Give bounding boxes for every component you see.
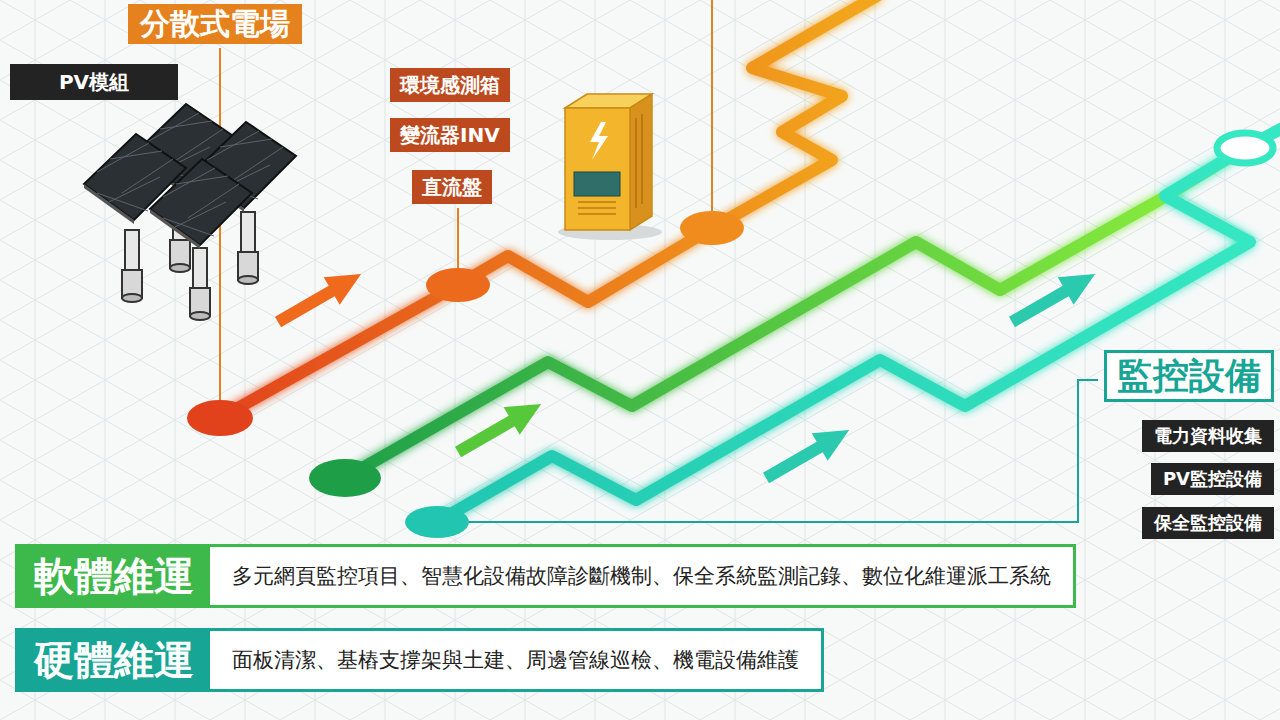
part-label: PV模組 xyxy=(10,64,178,100)
node-title: 直流盤 xyxy=(422,170,482,204)
node-dot xyxy=(405,506,469,538)
flow-arrow xyxy=(758,416,857,492)
cabinet-side xyxy=(630,94,652,230)
cabinet-front xyxy=(565,108,630,230)
cabinet-vents xyxy=(636,114,642,208)
node-body: 面板清潔、基樁支撐架與土建、周邊管線巡檢、機電設備維護 xyxy=(210,631,821,689)
group-label: 監控設備 xyxy=(1104,350,1274,402)
part-label: 直流盤 xyxy=(412,170,492,204)
node-title: 環境感測箱 xyxy=(400,68,500,102)
node-title: 變流器INV xyxy=(400,118,500,152)
flow-path xyxy=(220,0,880,418)
node-dot xyxy=(1217,133,1273,163)
flow-paths xyxy=(220,0,1250,522)
flow-arrow xyxy=(1004,260,1103,336)
pole xyxy=(238,212,258,284)
maintenance-band: 硬體維運面板清潔、基樁支撐架與土建、周邊管線巡檢、機電設備維護 xyxy=(15,628,824,692)
cabinet-vents xyxy=(578,202,616,214)
node-dot xyxy=(680,211,744,245)
node-title: 電力資料收集 xyxy=(1154,420,1262,452)
node-title: 軟體維運 xyxy=(18,547,210,605)
inverter-cabinet xyxy=(558,94,662,240)
node-title: PV模組 xyxy=(59,64,129,100)
node-title: PV監控設備 xyxy=(1163,463,1262,495)
flow-arrow xyxy=(450,390,549,466)
part-label: 電力資料收集 xyxy=(1142,420,1274,452)
flow-path xyxy=(345,148,1245,478)
part-label: 環境感測箱 xyxy=(390,68,510,102)
cabinet-screen xyxy=(574,172,620,196)
pole xyxy=(122,230,142,302)
part-label: 變流器INV xyxy=(390,118,510,152)
leader-line xyxy=(219,48,221,418)
flow-arrow xyxy=(270,260,369,336)
lightning-icon xyxy=(590,122,608,160)
title-label: 分散式電場 xyxy=(128,4,302,44)
node-title: 硬體維運 xyxy=(18,631,210,689)
leader-line xyxy=(711,0,713,228)
leader-lines xyxy=(220,0,712,418)
node-dot xyxy=(426,268,490,302)
node-dot xyxy=(309,459,381,497)
node-title: 分散式電場 xyxy=(140,4,290,44)
node-title: 監控設備 xyxy=(1117,353,1261,399)
maintenance-band: 軟體維運多元網頁監控項目、智慧化設備故障診斷機制、保全系統監測記錄、數位化維運派… xyxy=(15,544,1076,608)
part-label: PV監控設備 xyxy=(1151,463,1274,495)
flow-path xyxy=(437,148,1250,522)
part-label: 保全監控設備 xyxy=(1142,507,1274,539)
pole xyxy=(190,248,210,320)
node-body: 多元網頁監控項目、智慧化設備故障診斷機制、保全系統監測記錄、數位化維運派工系統 xyxy=(210,547,1073,605)
node-title: 保全監控設備 xyxy=(1154,507,1262,539)
pv-modules xyxy=(84,104,296,320)
node-dot xyxy=(187,400,253,436)
solar-panel xyxy=(150,159,252,249)
leader-line xyxy=(437,380,1098,522)
